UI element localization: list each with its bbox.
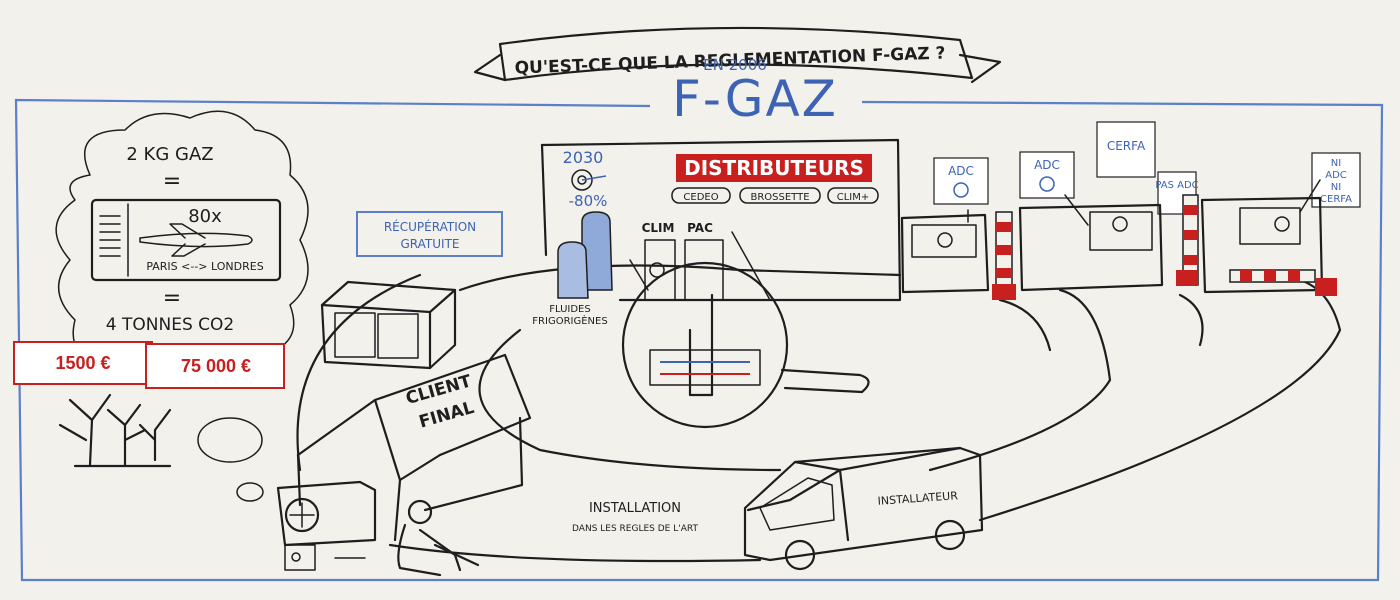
recovery-container-icon: [320, 280, 457, 370]
recovery-line1: RÉCUPÉRATION: [384, 219, 476, 234]
clim-unit-icon: [644, 239, 676, 301]
magnifier-icon: [621, 231, 870, 429]
check-icon: [1039, 176, 1055, 192]
fluids-line1: FLUIDES: [549, 304, 590, 315]
sign-ni-line3: NI: [1331, 182, 1341, 193]
brand-pill-cedeo: CEDEO: [671, 187, 731, 204]
brand-pill-clim: CLIM+: [827, 187, 879, 204]
dead-trees-icon: [58, 393, 172, 468]
house-icon: CLIENT FINAL: [296, 353, 532, 542]
target-percent: -80%: [569, 192, 608, 210]
installation-line1: INSTALLATION: [589, 501, 681, 516]
clim-label: CLIM: [642, 221, 675, 235]
outdoor-unit-icon: [276, 480, 377, 547]
fine-box-small: 1500 €: [13, 341, 153, 385]
sign-adc-1: ADC: [933, 157, 989, 205]
brand-cedeo: CEDEO: [683, 192, 718, 203]
target-year: 2030: [563, 148, 604, 167]
fluids-line2: FRIGORIGÈNES: [532, 314, 607, 327]
sign-adc-1-label: ADC: [948, 164, 974, 178]
target-icon: [571, 169, 607, 191]
flight-route: PARIS <--> LONDRES: [146, 260, 263, 273]
equals-sign-top: =: [163, 169, 181, 194]
technician-icon: [397, 499, 480, 577]
sign-adc-2-label: ADC: [1034, 158, 1060, 172]
plane-ticket: 80x PARIS <--> LONDRES: [90, 198, 282, 282]
truck-1-icon: [900, 209, 990, 294]
recovery-box: RÉCUPÉRATION GRATUITE: [356, 211, 503, 257]
flight-multiplier: 80x: [188, 206, 222, 227]
cloud-bubble-large: [197, 417, 263, 463]
sign-cerfa: CERFA: [1096, 121, 1156, 178]
barrier-1-icon: [992, 211, 1016, 300]
airplane-icon: [139, 223, 253, 257]
sign-ni-line4: CERFA: [1320, 194, 1352, 205]
gas-amount: 2 KG GAZ: [126, 144, 213, 165]
pac-unit-icon: [684, 239, 724, 301]
co2-amount: 4 TONNES CO2: [106, 315, 234, 335]
sign-cerfa-label: CERFA: [1107, 139, 1146, 153]
installation-line2: DANS LES REGLES DE L'ART: [572, 524, 698, 534]
ticket-barcode-icon: [99, 215, 121, 257]
header-year: EN 2006: [703, 56, 767, 74]
truck-2-icon: [1018, 194, 1164, 292]
sign-pas-adc-label: PAS ADC: [1155, 180, 1198, 191]
distributors-panel: 2030 -80% DISTRIBUTEURS CEDEO BROSSETTE …: [532, 138, 902, 327]
brand-clim-plus: CLIM+: [837, 192, 870, 203]
sign-ni-line1: NI: [1331, 158, 1341, 169]
check-icon: [953, 182, 969, 198]
van-label: INSTALLATEUR: [877, 489, 958, 508]
pac-label: PAC: [687, 221, 713, 235]
recovery-line2: GRATUITE: [401, 237, 460, 251]
fine-small: 1500 €: [55, 353, 110, 373]
blue-frame: [14, 98, 1384, 582]
sign-adc-2: ADC: [1019, 151, 1075, 199]
equals-sign-bottom: =: [163, 286, 181, 311]
distributors-title: DISTRIBUTEURS: [684, 156, 864, 180]
sign-ni-line2: ADC: [1325, 170, 1347, 181]
brand-pill-brossette: BROSSETTE: [739, 187, 821, 204]
barrier-2-icon: [1176, 194, 1199, 286]
main-title: F-GAZ: [672, 70, 838, 128]
barrier-3-icon: [1229, 269, 1337, 296]
installer-van-icon: INSTALLATEUR: [743, 446, 984, 571]
brand-brossette: BROSSETTE: [750, 192, 809, 203]
cloud-bubble-small: [236, 482, 264, 502]
gas-bottles-icon: [557, 211, 613, 299]
fine-box-large: 75 000 €: [145, 343, 285, 389]
thought-cloud: 2 KG GAZ = 80x PARIS <--> LONDRES = 4 TO…: [55, 110, 309, 502]
tools-icon: [284, 544, 366, 571]
fine-large: 75 000 €: [181, 356, 251, 376]
